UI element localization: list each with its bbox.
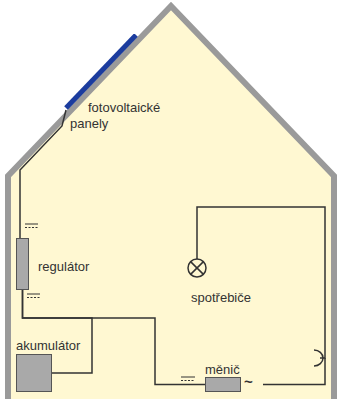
load-wire [197,207,325,358]
inverter-box: měnič [205,377,241,392]
label-holder: fotovoltaické panely [70,100,166,132]
lamp-cross [191,262,204,275]
label-holder: měnič [205,360,240,378]
dc-symbol [27,294,40,298]
label-holder: spotřebiče [191,288,251,306]
load-wiring [188,207,325,385]
house-interior [8,6,334,399]
battery-box: akumulátor [16,354,52,392]
ac-symbol-label: ~ [244,373,253,390]
lamp-cross [191,262,204,275]
wire-line [20,110,66,238]
dc-symbol [181,377,195,381]
label-holder: ~ [244,373,253,391]
lamp-symbol [188,259,206,277]
load-wire [263,358,325,385]
node-label: regulátor [38,259,89,274]
node-label: měnič [205,362,240,377]
label-holder: regulátor [38,257,89,275]
solar-panel: fotovoltaické panely [58,34,168,134]
dc-symbol [25,224,38,228]
node-label: akumulátor [16,338,80,353]
house-outline [8,6,334,399]
label-holder: akumulátor [16,336,80,354]
regulator-box: regulátor [16,238,29,290]
socket-symbol [314,350,323,366]
loads-label: spotřebiče [191,290,251,305]
panel-bar-line [66,35,136,108]
node-label: fotovoltaické panely [70,100,166,132]
wire-connector [20,110,66,238]
